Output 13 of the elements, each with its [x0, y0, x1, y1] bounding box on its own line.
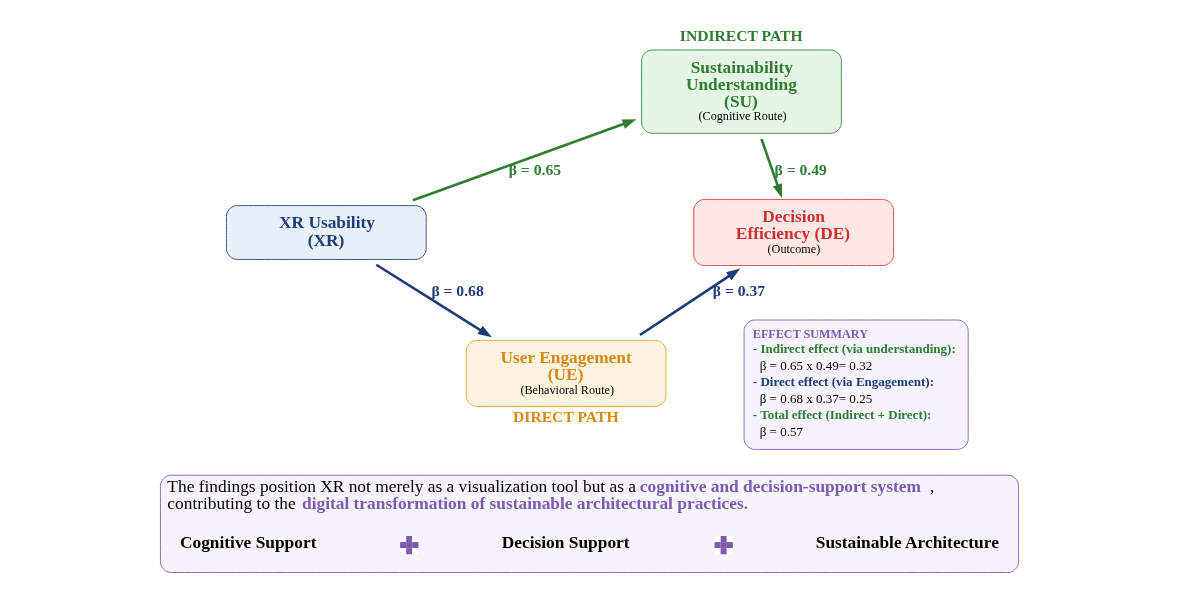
edge-label: β = 0.49 [774, 160, 827, 178]
edge-label: β = 0.68 [431, 282, 484, 300]
arrow [412, 119, 637, 202]
edge-label: β = 0.65 [508, 160, 562, 178]
node-text: Decision Support [501, 533, 630, 553]
arrow [639, 268, 741, 337]
node-label: INDIRECT PATH [679, 26, 803, 44]
node-label: DIRECT PATH [513, 407, 619, 425]
arrow [760, 138, 782, 198]
arrow [375, 263, 492, 338]
node-text: Cognitive Support [179, 533, 317, 553]
edge-label: β = 0.37 [712, 282, 766, 300]
node-text: Sustainable Architecture [815, 533, 999, 553]
